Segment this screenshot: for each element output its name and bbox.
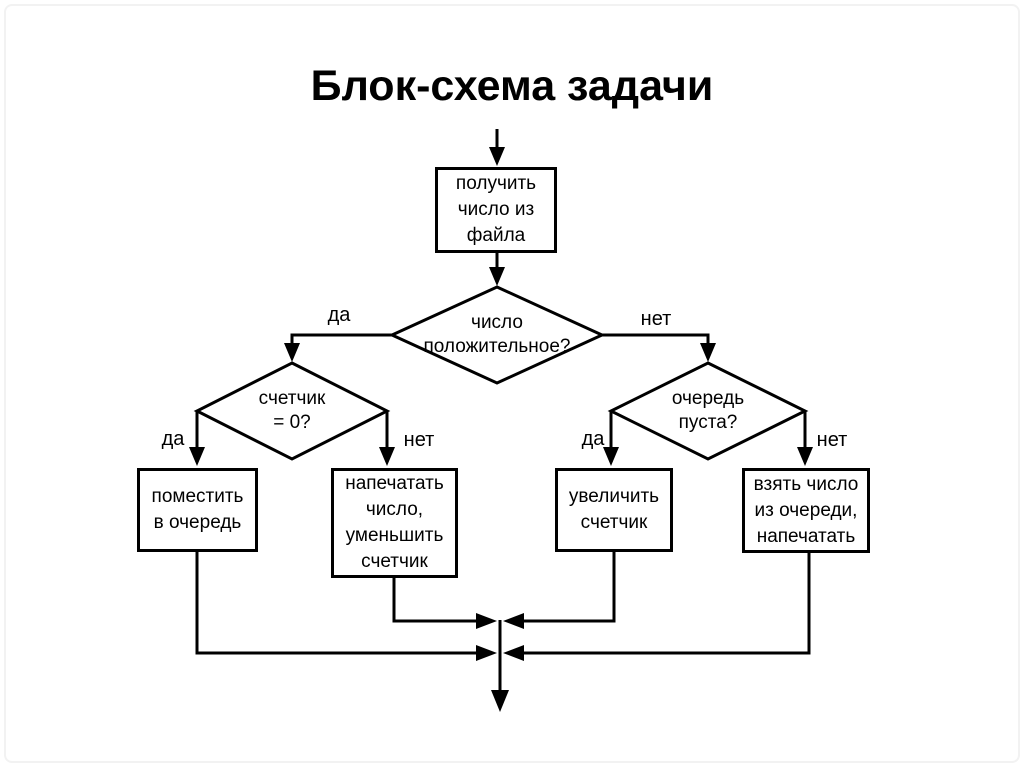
process-take-from-queue-print: взять число из очереди, напечатать [742, 468, 870, 553]
label-positive-no: нет [640, 308, 672, 330]
edge-queue-no-arrow [797, 411, 813, 466]
label-counter-no: нет [403, 429, 435, 451]
label-queue-yes: да [581, 428, 605, 450]
label-positive-yes: да [327, 304, 351, 326]
decision-counter-zero-shape [193, 361, 391, 461]
edge-counter-yes-arrow [189, 411, 205, 466]
edge-queue-yes-arrow [603, 411, 619, 466]
label-counter-yes: да [161, 428, 185, 450]
edge-start-to-get-number [489, 129, 505, 166]
decision-number-positive-shape [388, 285, 606, 385]
decision-number-positive-text: число положительное? [423, 312, 571, 357]
label-queue-no: нет [816, 429, 848, 451]
edge-increase-counter-to-merge [503, 552, 616, 629]
edge-take-print-to-merge [503, 553, 811, 661]
process-put-in-queue: поместить в очередь [137, 468, 258, 552]
decision-queue-empty-text: очередь пуста? [671, 388, 745, 433]
process-get-number: получить число из файла [435, 167, 557, 253]
edge-merge-to-exit [491, 620, 509, 712]
page-title: Блок-схема задачи [310, 62, 714, 110]
decision-queue-empty-shape [607, 361, 809, 461]
edge-positive-no-arrow [602, 333, 716, 362]
edge-counter-no-arrow [379, 411, 395, 466]
edge-get-number-to-positive [489, 253, 505, 286]
process-increase-counter: увеличить счетчик [555, 468, 673, 552]
edge-put-in-queue-to-merge [195, 552, 497, 661]
edge-positive-yes-arrow [284, 333, 392, 362]
process-print-decrease-counter: напечатать число, уменьшить счетчик [331, 468, 458, 578]
decision-counter-zero-text: счетчик = 0? [258, 388, 326, 433]
edge-print-decrease-to-merge [392, 578, 497, 629]
